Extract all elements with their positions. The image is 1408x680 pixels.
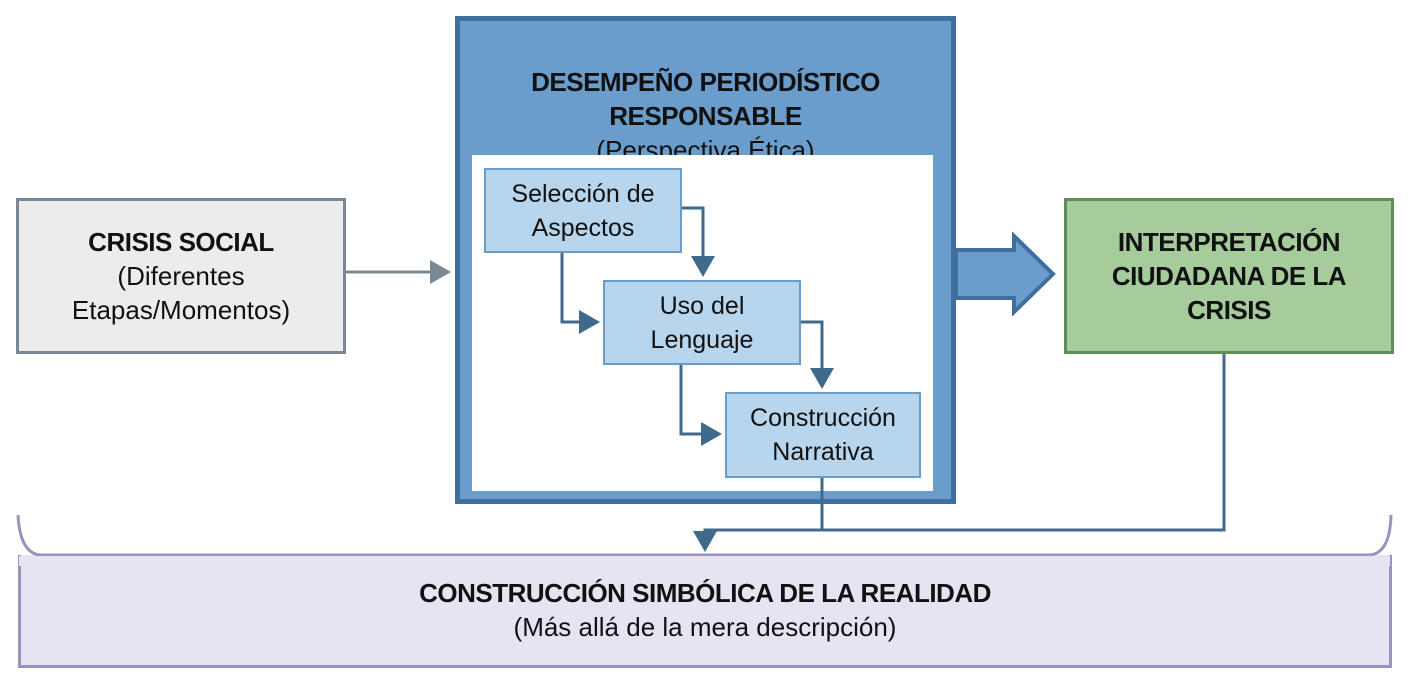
step-label: Construcción [750, 404, 896, 432]
step-label: Uso del [659, 291, 745, 320]
crisis-social-box: CRISIS SOCIAL (Diferentes Etapas/Momento… [16, 198, 346, 354]
step-label: Selección de [511, 179, 655, 208]
line-narr-interp [820, 354, 1226, 532]
interp-line: INTERPRETACIÓN [1117, 227, 1341, 257]
big-arrow [954, 231, 1056, 317]
crisis-subtitle-1: (Diferentes [117, 261, 245, 291]
interp-line: CRISIS [1187, 295, 1271, 325]
arrow-to-reality [693, 528, 822, 552]
interp-line: CIUDADANA DE LA [1111, 261, 1347, 291]
crisis-title: CRISIS SOCIAL [88, 227, 274, 257]
arrow-uso-to-narr [801, 320, 834, 389]
main-title-2: RESPONSABLE [609, 101, 802, 131]
crisis-subtitle-2: Etapas/Momentos) [71, 295, 291, 325]
arrow-sel-down [560, 253, 600, 334]
arrow-sel-to-uso [682, 206, 715, 277]
reality-title: CONSTRUCCIÓN SIMBÓLICA DE LA REALIDAD [419, 578, 991, 608]
step-language: Uso del Lenguaje [603, 280, 801, 365]
step-label: Lenguaje [650, 325, 754, 354]
step-selection: Selección de Aspectos [484, 168, 682, 253]
reality-subtitle: (Más allá de la mera descripción) [513, 612, 897, 642]
main-title-1: DESEMPEÑO PERIODÍSTICO [531, 67, 880, 97]
step-narrative: Construcción Narrativa [725, 392, 921, 478]
citizen-interpretation-box: INTERPRETACIÓN CIUDADANA DE LA CRISIS [1064, 198, 1394, 354]
arrow-uso-down [679, 365, 722, 446]
symbolic-reality-box: CONSTRUCCIÓN SIMBÓLICA DE LA REALIDAD (M… [18, 555, 1392, 668]
step-label: Narrativa [772, 438, 874, 466]
step-label: Aspectos [531, 213, 635, 242]
